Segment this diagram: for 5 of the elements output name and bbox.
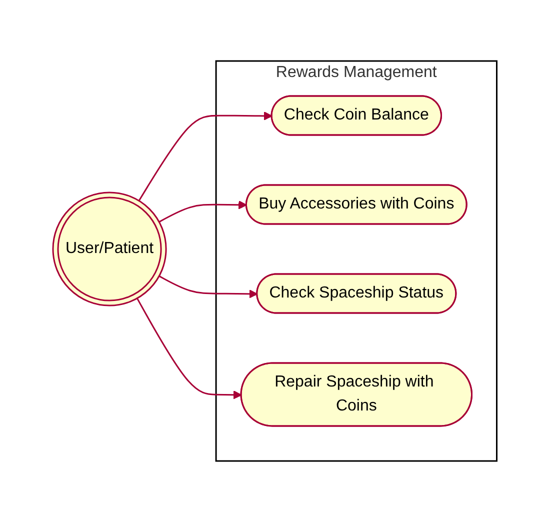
arrow (136, 298, 242, 400)
arrow (158, 200, 248, 223)
node-circle: User/Patient (52, 192, 167, 306)
arrow (138, 112, 273, 202)
arrow (158, 275, 258, 298)
